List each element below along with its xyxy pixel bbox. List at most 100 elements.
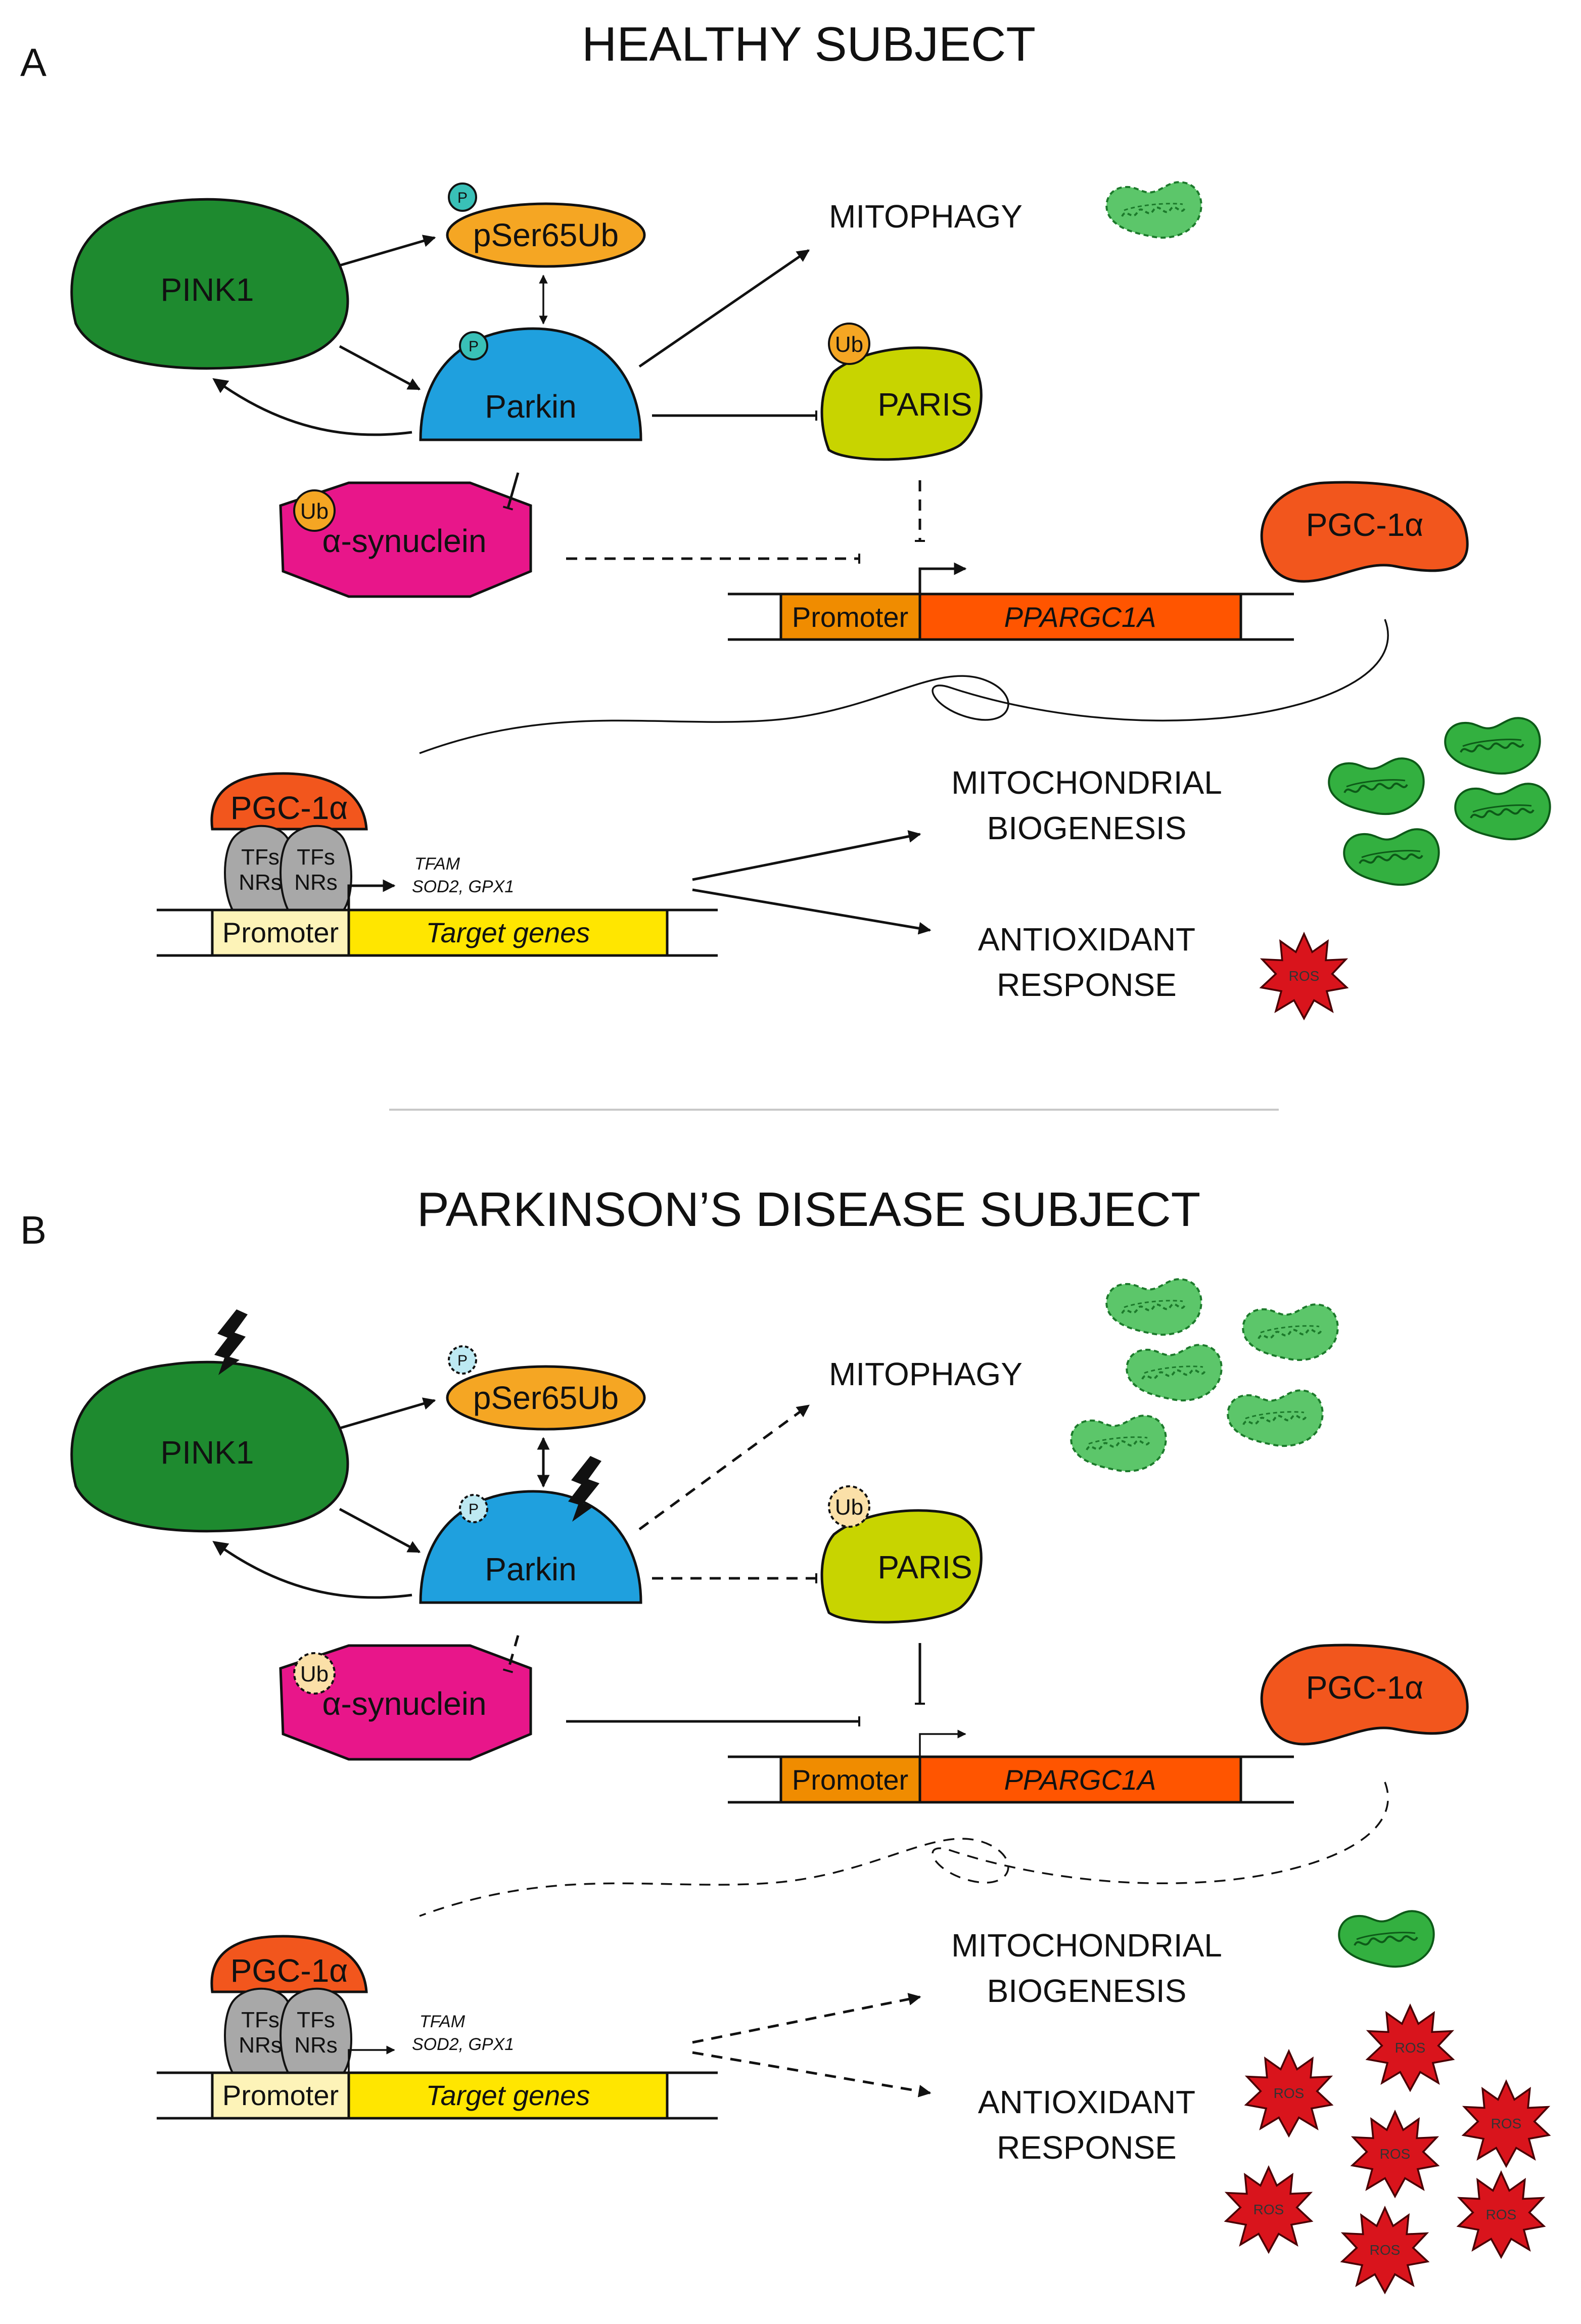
transcription-start-arrow <box>918 562 967 594</box>
nrs-label: NRs <box>239 870 282 895</box>
promoter-box <box>779 1755 921 1804</box>
antioxidant-response-label-1: ANTIOXIDANT <box>978 2084 1195 2120</box>
ros-label: ROS <box>1289 968 1320 984</box>
panel-b-letter: B <box>20 1208 46 1252</box>
mitochondrial-biogenesis-label-2: BIOGENESIS <box>987 810 1187 846</box>
damaged-mitochondrion <box>1227 1389 1324 1447</box>
ppargc1a-gene-box <box>918 1755 1242 1804</box>
antioxidant-response-label-1: ANTIOXIDANT <box>978 921 1195 958</box>
tfs-label: TFs <box>297 845 335 870</box>
phospho-mark-label: P <box>457 190 468 206</box>
panel-a: A HEALTHY SUBJECT PINK1 pSer65Ub P Parki… <box>20 17 1551 1020</box>
antioxidant-response-label-2: RESPONSE <box>997 967 1177 1003</box>
damaged-mitochondrion <box>1070 1415 1167 1473</box>
ubiquitin-mark-label: Ub <box>835 332 863 357</box>
alpha-synuclein-label: α-synuclein <box>322 1685 486 1722</box>
ubiquitin-mark <box>828 323 870 365</box>
ros-label: ROS <box>1380 2146 1411 2162</box>
pgc1a-bound-shape <box>210 772 368 831</box>
damaged-mitochondrion <box>1126 1344 1223 1402</box>
tfs-nrs-shape <box>280 825 352 911</box>
panel-a-letter: A <box>20 40 46 84</box>
paris-label: PARIS <box>877 386 972 423</box>
promoter-label: Promoter <box>792 601 908 633</box>
ubiquitin-mark-label: Ub <box>300 499 329 524</box>
pink1-label: PINK1 <box>161 1434 254 1471</box>
promoter-label: Promoter <box>792 1764 908 1796</box>
paris-shape <box>820 1509 983 1624</box>
panel-b: B PARKINSON’S DISEASE SUBJECT PINK1 pSer… <box>20 1182 1550 2294</box>
inhibit-parkin-alpha-synuclein <box>502 472 520 511</box>
pgc1a-translocation-path <box>419 619 1389 754</box>
arrow-parkin-to-mitophagy <box>638 249 810 368</box>
pser65ub-label: pSer65Ub <box>473 217 619 253</box>
panel-a-title: HEALTHY SUBJECT <box>582 17 1036 71</box>
target-promoter-label: Promoter <box>222 2079 339 2111</box>
tfs-nrs-shape <box>280 1987 352 2074</box>
ubiquitin-mark-faded <box>828 1485 870 1528</box>
pgc1a-shape <box>1260 481 1469 583</box>
healthy-mitochondrion <box>1338 1910 1435 1968</box>
arrow-parkin-to-mitophagy <box>638 1404 810 1531</box>
panel-b-title: PARKINSON’S DISEASE SUBJECT <box>417 1182 1201 1237</box>
pser65ub-label: pSer65Ub <box>473 1380 619 1416</box>
phospho-mark <box>459 331 488 360</box>
target-promoter-label: Promoter <box>222 917 339 948</box>
target-genes-box <box>347 908 669 957</box>
arrow-pink1-to-pser65ub <box>339 235 436 267</box>
healthy-mitochondrion <box>1454 783 1551 841</box>
ppargc1a-gene-box <box>918 593 1242 641</box>
arrow-parkin-feedback-to-pink1 <box>212 378 412 436</box>
transcription-start-arrow-weak <box>348 2045 395 2073</box>
ubiquitin-mark-label: Ub <box>835 1495 863 1520</box>
parkin-label: Parkin <box>485 1551 576 1587</box>
target-genes-label: Target genes <box>426 2079 590 2111</box>
pser65ub-shape <box>446 1365 646 1431</box>
ros-label: ROS <box>1370 2242 1401 2258</box>
ros-label: ROS <box>1486 2207 1517 2222</box>
arrow-to-mitochondrial-biogenesis <box>692 1993 921 2044</box>
transcription-start-arrow-weak <box>919 1729 966 1757</box>
healthy-mitochondrion <box>1343 828 1440 886</box>
arrow-to-mitochondrial-biogenesis <box>692 830 921 881</box>
target-genes-label: Target genes <box>426 917 590 948</box>
inhibit-parkin-alpha-synuclein <box>502 1635 520 1673</box>
tfs-label: TFs <box>241 2008 280 2032</box>
parkin-label: Parkin <box>485 388 576 425</box>
phospho-mark-faded <box>459 1494 488 1523</box>
ros-label: ROS <box>1395 2040 1426 2056</box>
sod2-gpx1-label: SOD2, GPX1 <box>412 2035 514 2054</box>
mitochondrial-biogenesis-label-1: MITOCHONDRIAL <box>951 764 1222 801</box>
healthy-mitochondrion <box>1328 757 1425 815</box>
arrow-pink1-to-parkin <box>339 1508 421 1554</box>
arrow-pink1-to-parkin <box>339 345 421 391</box>
pink1-label: PINK1 <box>161 271 254 308</box>
pgc1a-bound-label: PGC-1α <box>230 790 348 826</box>
pgc1a-label: PGC-1α <box>1306 507 1424 543</box>
transcription-start-arrow <box>347 879 396 910</box>
paris-shape <box>820 346 983 461</box>
phospho-mark <box>448 183 477 212</box>
damaged-mitochondrion <box>1105 181 1202 239</box>
tfs-label: TFs <box>297 2008 335 2032</box>
pgc1a-bound-label: PGC-1α <box>230 1952 348 1989</box>
pgc1a-translocation-path <box>419 1782 1389 1917</box>
promoter-box <box>779 593 921 641</box>
target-promoter-box <box>211 2071 350 2120</box>
pser65ub-shape <box>446 202 646 268</box>
phospho-mark-label: P <box>469 1501 479 1518</box>
alpha-synuclein-label: α-synuclein <box>322 523 486 559</box>
sod2-gpx1-label: SOD2, GPX1 <box>412 877 514 896</box>
arrow-to-antioxidant-response <box>692 2051 932 2098</box>
pgc1a-label: PGC-1α <box>1306 1669 1424 1706</box>
ppargc1a-label: PPARGC1A <box>1004 601 1156 633</box>
tfam-label: TFAM <box>414 854 460 874</box>
pink1-shape <box>70 198 349 370</box>
arrow-pink1-to-pser65ub <box>339 1397 436 1430</box>
phospho-mark-faded <box>448 1345 477 1375</box>
mitophagy-label: MITOPHAGY <box>829 1356 1022 1392</box>
nrs-label: NRs <box>239 2033 282 2058</box>
arrow-parkin-feedback-to-pink1 <box>212 1541 412 1599</box>
ros-label: ROS <box>1274 2085 1305 2101</box>
